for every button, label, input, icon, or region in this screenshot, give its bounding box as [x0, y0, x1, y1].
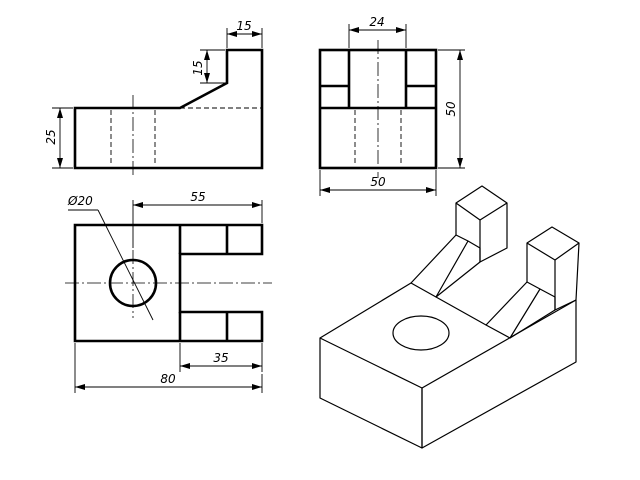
dim-top-slot-offset: 35 [213, 351, 228, 365]
dim-top-total-length: 80 [160, 372, 176, 386]
iso-right-block [526, 226, 580, 311]
iso-left-ramp [410, 234, 469, 298]
top-view: Ø20 55 35 80 [65, 190, 272, 393]
iso-base-front-face [319, 337, 423, 449]
iso-base-top-left [319, 282, 412, 339]
iso-left-block [455, 185, 508, 263]
side-view: 24 50 50 [318, 15, 465, 196]
iso-base-right-face [421, 300, 577, 449]
dim-side-total-width: 50 [370, 175, 386, 189]
dim-front-slope-height: 15 [191, 60, 205, 75]
iso-right-ramp [485, 281, 541, 339]
iso-hole-ellipse [392, 315, 450, 351]
top-view-outline [73, 223, 264, 343]
front-view: 15 15 25 [44, 19, 264, 178]
dim-top-hole-diameter: Ø20 [67, 194, 93, 208]
dim-side-slot-width: 24 [369, 15, 384, 29]
front-view-outline [73, 48, 264, 170]
isometric-view [319, 185, 580, 449]
dim-top-slot-length: 55 [190, 190, 205, 204]
dim-front-base-height: 25 [44, 129, 58, 144]
dim-line-top-hole-diameter [97, 209, 154, 321]
dim-front-top-width: 15 [236, 19, 251, 33]
dim-side-total-height: 50 [444, 101, 458, 117]
